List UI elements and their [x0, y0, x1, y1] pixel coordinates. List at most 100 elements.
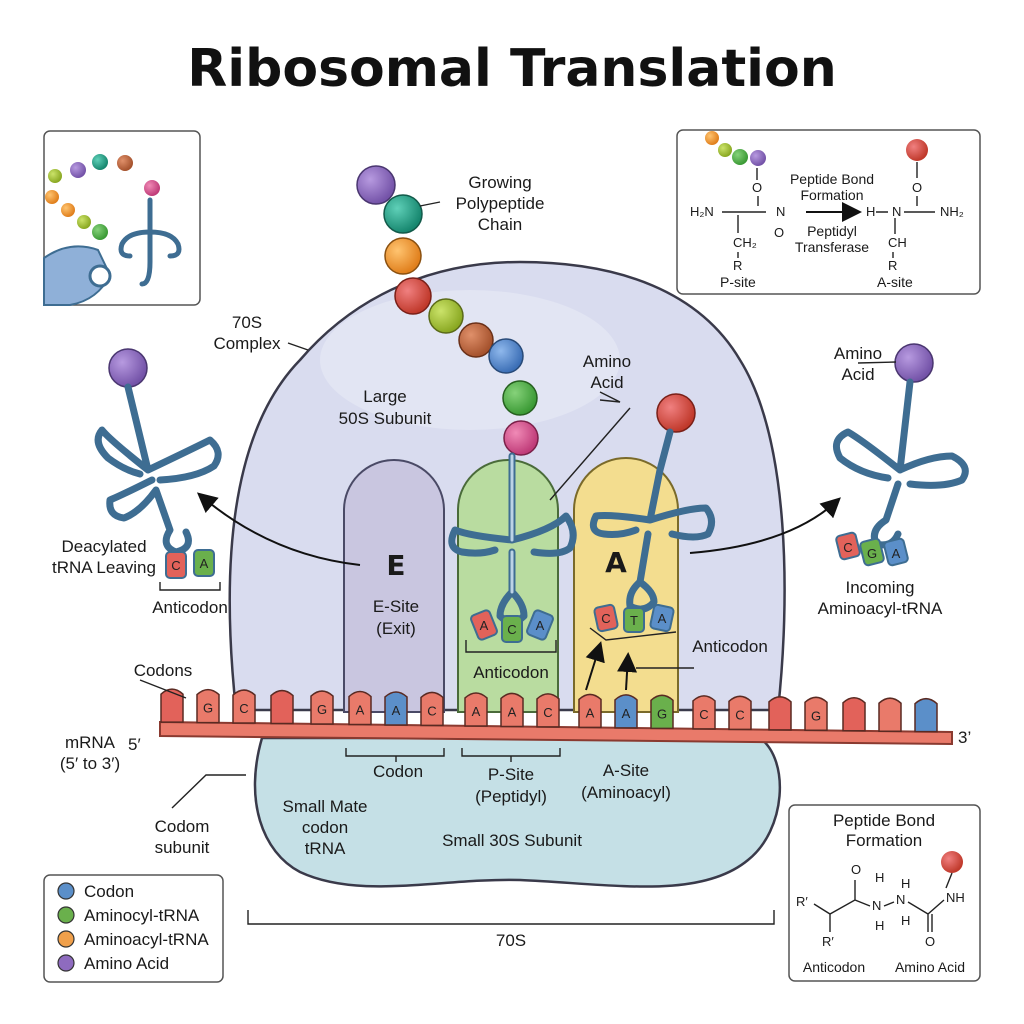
codons-label: Codons — [134, 661, 193, 680]
codon-nucleotide — [692, 695, 716, 730]
reaction-o-right: O — [912, 180, 922, 195]
codon-letter: C — [699, 707, 708, 722]
p-site-label-1: P-Site — [488, 765, 534, 784]
bond-h-bottom-1: H — [875, 918, 884, 933]
bond-o-top: O — [851, 862, 861, 877]
codon-letter: C — [543, 705, 552, 720]
codon-nucleotide — [536, 693, 560, 728]
codon-nucleotide — [650, 694, 674, 730]
small-mate-label-3: tRNA — [305, 839, 346, 858]
legend-label: Amino Acid — [84, 954, 169, 973]
reaction-arrow-label-2: Formation — [800, 187, 863, 203]
growing-chain-label-3: Chain — [478, 215, 522, 234]
reaction-enzyme-label-2: Transferase — [795, 239, 869, 255]
a-site-label-2: (Aminoacyl) — [581, 783, 671, 802]
growing-chain-label-2: Polypeptide — [456, 194, 545, 213]
large-subunit-label-2: 50S Subunit — [339, 409, 432, 428]
p-anticodon-2: C — [507, 622, 516, 637]
complex-70s-label-1: 70S — [232, 313, 262, 332]
deacylated-label-1: Deacylated — [61, 537, 146, 556]
reaction-o-lower: O — [774, 225, 784, 240]
codon-nucleotide — [614, 694, 638, 729]
bond-r-top: R′ — [796, 894, 808, 909]
reaction-n-right: N — [892, 204, 901, 219]
legend-swatch — [57, 930, 75, 948]
a-site-letter: A — [605, 546, 627, 579]
codon-nucleotide — [914, 697, 938, 733]
incoming-anticodon-3: A — [892, 546, 901, 561]
peptide-bond-box: Peptide Bond Formation O H H R′ N N NH R… — [788, 804, 981, 982]
legend-label: Aminoacyl-tRNA — [84, 930, 209, 949]
codon-label: Codon — [373, 762, 423, 781]
mrna-label-1: mRNA — [65, 733, 116, 752]
codon-nucleotide — [578, 693, 602, 729]
legend-label: Aminocyl-tRNA — [84, 906, 200, 925]
large-subunit-label-1: Large — [363, 387, 406, 406]
bond-h-bottom-2: H — [901, 913, 910, 928]
p-site-trna-icon: A C A — [448, 452, 577, 643]
bond-h-top-1: H — [901, 876, 910, 891]
complex-70s-label-2: Complex — [213, 334, 281, 353]
reaction-a-site-label: A-site — [877, 274, 913, 290]
incoming-label-2: Aminoacyl-tRNA — [818, 599, 943, 618]
bracket-70s-label: 70S — [496, 931, 526, 950]
codom-subunit-label-2: subunit — [155, 838, 210, 857]
codon-nucleotide — [348, 690, 372, 726]
codon-nucleotide — [878, 697, 902, 732]
codon-nucleotide — [768, 696, 792, 731]
reaction-n-left: N — [776, 204, 785, 219]
codon-nucleotide — [384, 691, 408, 726]
codon-nucleotide — [464, 692, 488, 727]
codon-letter: A — [508, 704, 517, 719]
codon-nucleotide — [842, 697, 866, 732]
small-mate-label-1: Small Mate — [282, 797, 367, 816]
small-30s-subunit — [253, 736, 782, 888]
p-anticodon-3: A — [536, 618, 545, 633]
bond-r-bottom: R′ — [822, 934, 834, 949]
reaction-o-left: O — [752, 180, 762, 195]
codon-letter: A — [622, 706, 631, 721]
codon-letter: C — [239, 701, 248, 716]
codon-letter: G — [657, 706, 667, 721]
bond-n-1: N — [872, 898, 881, 913]
codon-nucleotide — [500, 692, 524, 728]
a-site-trna-icon: C T A — [589, 393, 715, 633]
p-anticodon-1: A — [480, 618, 489, 633]
page-title: Ribosomal Translation — [187, 39, 837, 99]
e-site-letter: E — [386, 549, 405, 582]
bond-box-caption-1: Anticodon — [803, 959, 865, 975]
e-site-column — [343, 459, 445, 713]
e-site-label: E-Site — [373, 597, 419, 616]
codon-letter: A — [392, 703, 401, 718]
codon-letter: G — [317, 702, 327, 717]
bond-nh: NH — [946, 890, 965, 905]
reaction-arrow-label-1: Peptide Bond — [790, 171, 874, 187]
reaction-p-site-label: P-site — [720, 274, 756, 290]
bond-h-top-2: H — [875, 870, 884, 885]
a-anticodon-2: T — [630, 613, 638, 628]
leaving-anticodon-2: A — [200, 556, 209, 571]
small-mate-label-2: codon — [302, 818, 348, 837]
incoming-anticodon-2: G — [867, 546, 877, 561]
codon-nucleotide — [804, 696, 828, 732]
leaving-anticodon-1: C — [171, 558, 180, 573]
reaction-enzyme-label-1: Peptidyl — [807, 223, 857, 239]
codon-nucleotide — [232, 689, 256, 724]
reaction-h: H — [866, 204, 875, 219]
reaction-h2n: H₂N — [690, 204, 714, 219]
bond-box-caption-2: Amino Acid — [895, 959, 965, 975]
codon-letter: G — [811, 708, 821, 723]
mrna-label-2: (5′ to 3′) — [60, 754, 120, 773]
reaction-ch: CH — [888, 235, 907, 250]
bond-n-2: N — [896, 892, 905, 907]
amino-acid-right-label-2: Acid — [841, 365, 874, 384]
incoming-label-1: Incoming — [846, 578, 915, 597]
codon-nucleotide — [160, 688, 184, 723]
anticodon-right-label: Anticodon — [692, 637, 768, 656]
ribosome-inset-icon — [43, 130, 201, 306]
exit-arrow — [196, 492, 361, 566]
legend-swatch — [57, 882, 75, 900]
